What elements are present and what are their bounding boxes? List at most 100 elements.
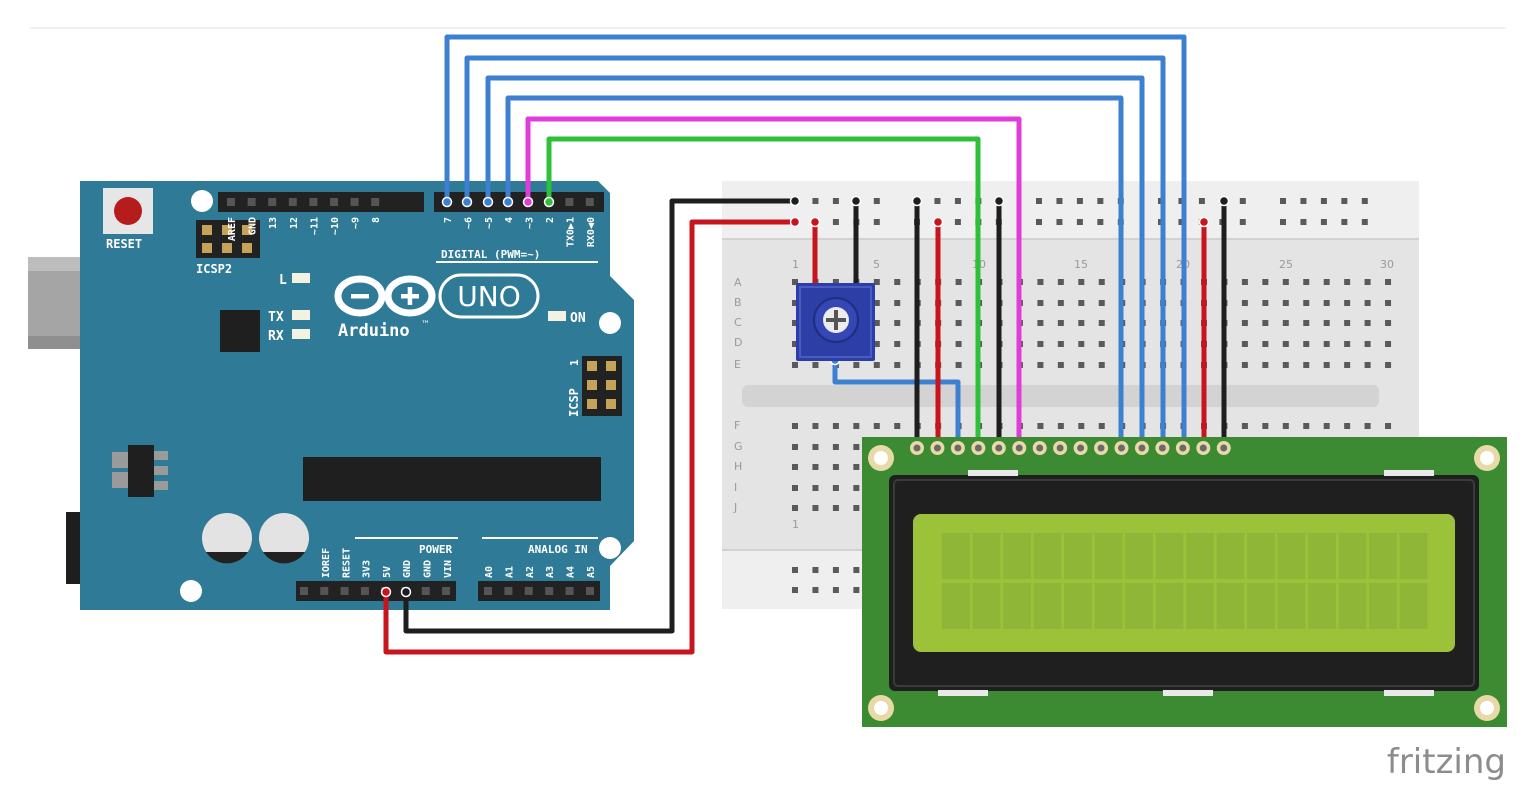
header-pin [586, 587, 594, 595]
breadboard-hole [1241, 362, 1248, 368]
power-pin-label: VIN [443, 560, 454, 578]
breadboard-hole [792, 444, 798, 450]
digital-pin-label: ~9 [351, 217, 362, 229]
breadboard-hole [832, 423, 839, 429]
breadboard-hole [1341, 219, 1348, 225]
breadboard-hole [1320, 198, 1327, 204]
breadboard-hole [1037, 320, 1044, 326]
breadboard-hole [1056, 219, 1063, 225]
breadboard-hole [1239, 198, 1246, 204]
breadboard-hole [1241, 279, 1248, 285]
lcd-pin-hole [1056, 444, 1064, 452]
breadboard-hole [812, 198, 819, 204]
lcd-character-cells [942, 533, 1428, 629]
breadboard-hole [1385, 362, 1392, 368]
reset-button-cap[interactable] [114, 197, 142, 225]
digital-pin-label: ~3 [525, 217, 536, 229]
fritzing-watermark: fritzing [1387, 742, 1506, 782]
breadboard-hole [1323, 279, 1330, 285]
wire-pot-wiper-blue [832, 357, 961, 451]
breadboard-hole [853, 464, 860, 470]
breadboard-hole [873, 198, 880, 204]
breadboard-hole [1262, 362, 1269, 368]
analog-header [478, 581, 600, 601]
breadboard-hole [1241, 320, 1248, 326]
lcd-pin-hole [974, 444, 982, 452]
lcd-cell [1308, 583, 1336, 629]
lcd-pin-hole [1097, 444, 1105, 452]
breadboard-hole [832, 464, 839, 470]
capacitor [202, 513, 252, 564]
breadboard-hole [1323, 362, 1330, 368]
uno-label: UNO [457, 280, 520, 313]
header-pin [309, 198, 318, 206]
header-pin [565, 587, 574, 595]
wire-endpoint [789, 216, 801, 228]
brand-label: Arduino [338, 321, 410, 341]
breadboard-hole [1300, 219, 1307, 225]
lcd-cell [1155, 533, 1184, 579]
digital-pin-label: TX0▶1 [565, 217, 576, 247]
lcd-cell [1094, 533, 1123, 579]
breadboard-hole [1037, 341, 1044, 347]
potentiometer[interactable] [796, 283, 875, 361]
led-rx [292, 329, 310, 339]
icsp-header [582, 356, 622, 416]
wire-endpoint [789, 195, 801, 207]
lcd-cell [1338, 583, 1367, 629]
breadboard-hole [1097, 198, 1104, 204]
breadboard-hole [792, 341, 798, 347]
header-pin [524, 587, 533, 595]
breadboard-top-rail [722, 181, 1419, 239]
breadboard-hole [1036, 219, 1042, 225]
col-label-5: 5 [873, 258, 880, 271]
wire-endpoint [502, 196, 514, 208]
lcd-cell [1064, 583, 1092, 629]
wire-endpoint [993, 195, 1005, 207]
power-pin-label: RESET [341, 548, 352, 578]
breadboard-hole [1303, 362, 1310, 368]
breadboard-hole [853, 567, 860, 573]
breadboard-hole [853, 423, 860, 429]
breadboard-hole [1282, 423, 1289, 429]
led-on [548, 311, 566, 321]
breadboard-hole [894, 362, 901, 368]
digital-header-right [434, 192, 604, 212]
breadboard-hole [1078, 300, 1085, 306]
mount-hole [191, 190, 213, 212]
lcd-cell [1216, 533, 1245, 579]
breadboard-hole [1097, 219, 1104, 225]
breadboard-hole [853, 485, 860, 491]
breadboard-hole [1303, 423, 1310, 429]
lcd-cell [1369, 583, 1397, 629]
breadboard-hole [792, 505, 798, 511]
reset-label: RESET [106, 237, 142, 251]
breadboard-hole [1262, 300, 1269, 306]
lcd-pin-hole [933, 444, 941, 452]
icsp-pin1-label: 1 [568, 359, 581, 366]
breadboard-hole [832, 485, 839, 491]
power-label: POWER [419, 543, 452, 556]
breadboard-hole [894, 341, 901, 347]
breadboard-hole [1262, 341, 1269, 347]
breadboard-hole [1098, 279, 1105, 285]
lcd-cell [1369, 533, 1397, 579]
lcd-cell [1125, 533, 1153, 579]
breadboard-hole [1303, 279, 1310, 285]
breadboard-hole [1300, 198, 1307, 204]
mount-hole [599, 312, 621, 334]
breadboard-hole [873, 279, 880, 285]
breadboard-hole [1098, 423, 1105, 429]
breadboard-hole [792, 362, 798, 368]
wire-endpoint [380, 586, 392, 598]
breadboard-hole [954, 198, 961, 204]
breadboard-hole [1361, 219, 1368, 225]
header-pin [288, 198, 297, 206]
breadboard-hole [832, 444, 839, 450]
breadboard-hole [873, 423, 880, 429]
row-label-a: A [734, 276, 742, 289]
breadboard-hole [1385, 320, 1392, 326]
col-label-bottom-1: 1 [792, 518, 799, 531]
breadboard-hole [812, 464, 819, 470]
